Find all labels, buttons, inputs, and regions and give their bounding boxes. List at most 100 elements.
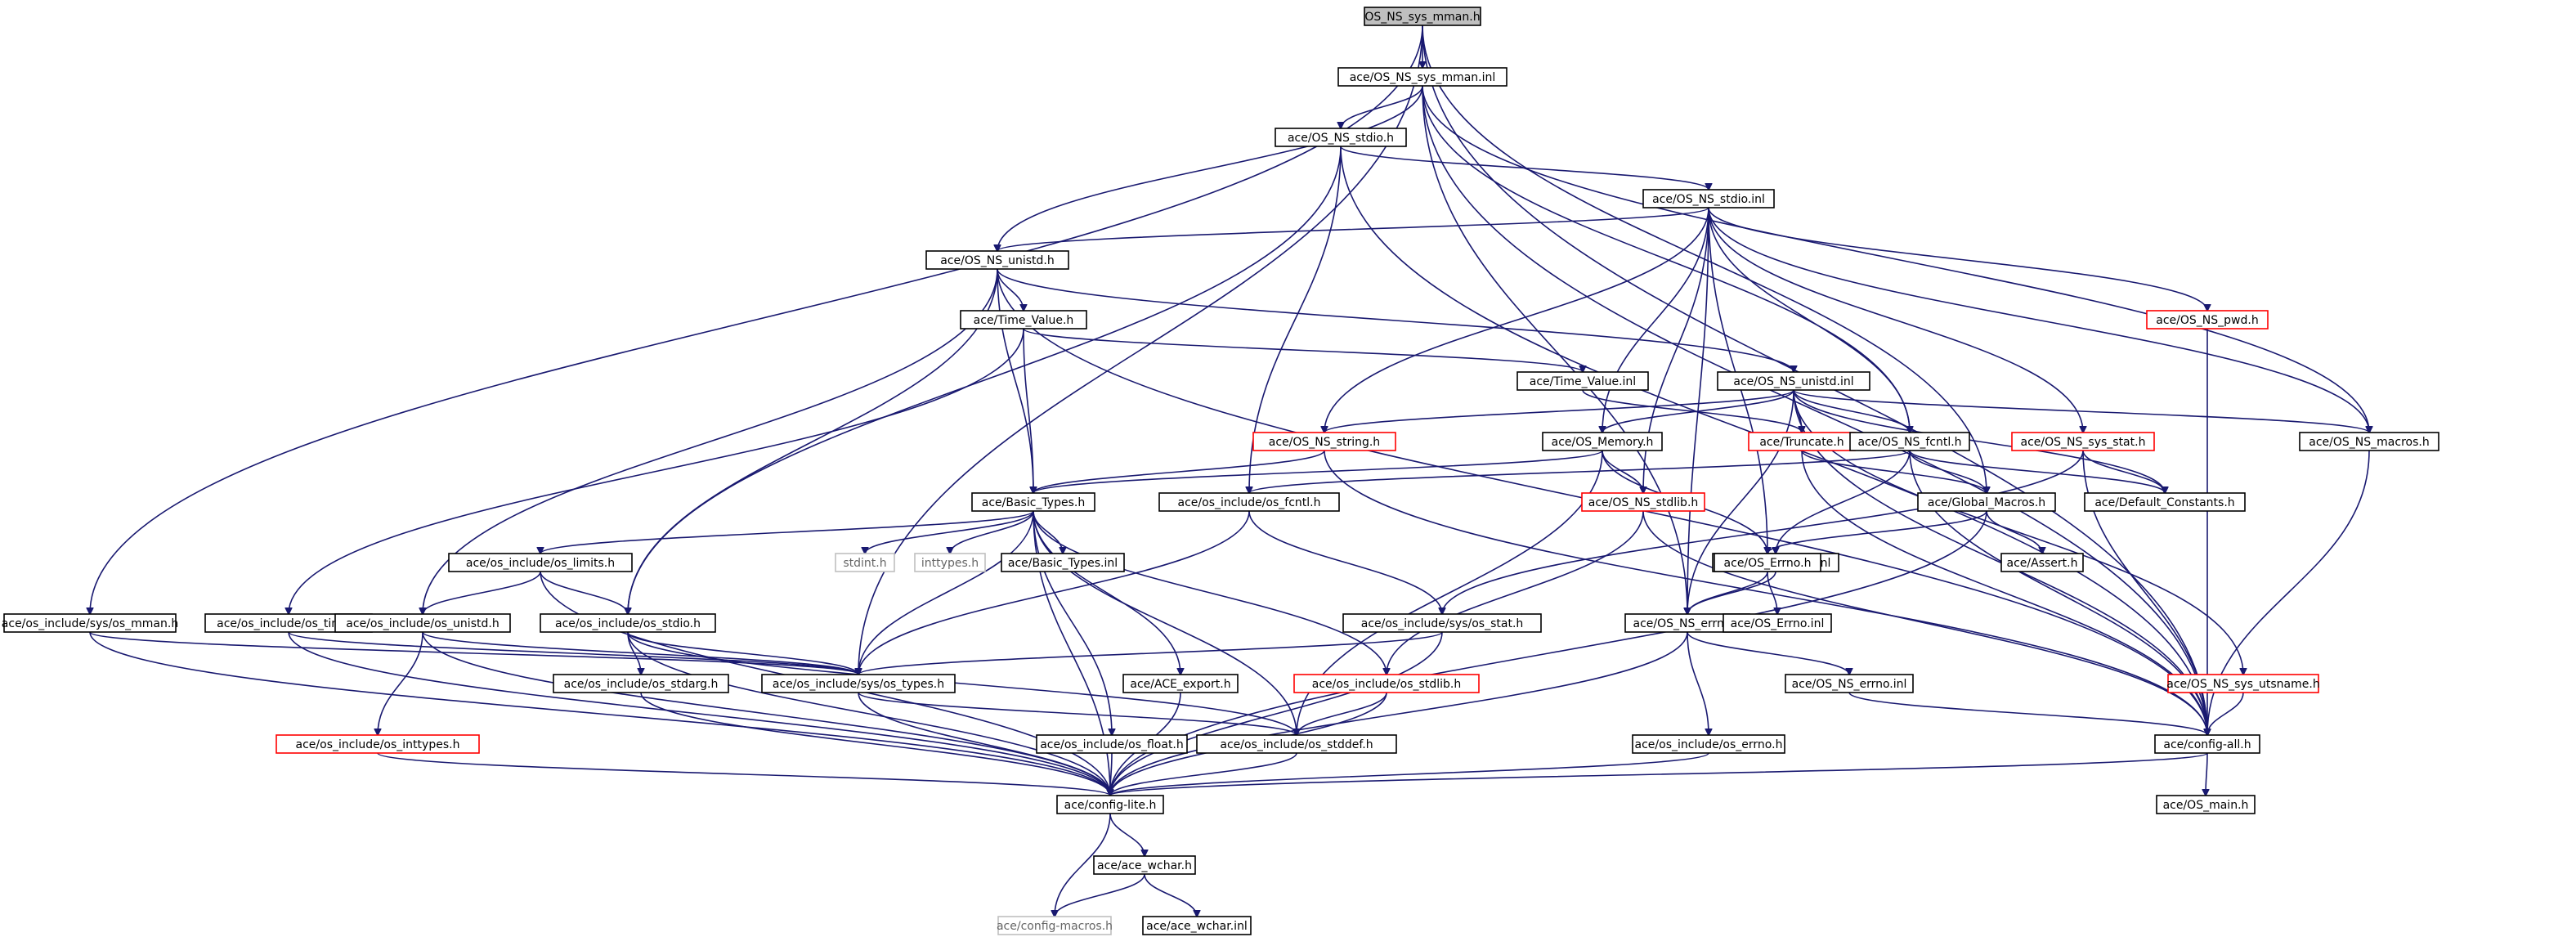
- node-ace-os-include-os-stdio-h[interactable]: ace/os_include/os_stdio.h: [540, 613, 716, 633]
- node-box: [1364, 7, 1481, 26]
- edge-ace-os-include-os-stdarg-h-to-ace-config-lite-h: [640, 692, 1110, 796]
- node-ace-os-include-os-stdarg-h[interactable]: ace/os_include/os_stdarg.h: [553, 674, 729, 693]
- edge-ace-os-ns-sys-stat-h-to-ace-default-constants-h: [2082, 450, 2165, 493]
- node-ace-os-ns-sys-utsname-h[interactable]: ace/OS_NS_sys_utsname.h: [2166, 674, 2320, 693]
- node-box: [2154, 734, 2260, 754]
- edge-ace-os-errno-h-to-ace-os-errno-inl: [1767, 571, 1777, 614]
- node-stdint-h[interactable]: stdint.h: [835, 553, 895, 572]
- edge-ace-os-ns-string-h-to-ace-basic-types-h: [1033, 450, 1325, 493]
- edge-ace-os-ns-sys-mman-inl-to-ace-os-ns-stdio-h: [1341, 85, 1423, 128]
- node-box: [1785, 674, 1914, 693]
- node-ace-os-memory-h[interactable]: ace/OS_Memory.h: [1542, 432, 1663, 451]
- node-inttypes-h[interactable]: inttypes.h: [914, 553, 986, 572]
- edge-ace-os-include-os-time-h-to-ace-config-lite-h: [288, 631, 1110, 796]
- node-ace-os-ns-errno-inl[interactable]: ace/OS_NS_errno.inl: [1785, 674, 1914, 693]
- node-ace-os-include-os-errno-h[interactable]: ace/os_include/os_errno.h: [1632, 734, 1785, 754]
- edge-ace-os-include-sys-os-stat-h-to-ace-config-lite-h: [1110, 631, 1443, 796]
- edge-ace-os-include-os-errno-h-to-ace-config-lite-h: [1110, 752, 1709, 796]
- node-label: ace/config-lite.h: [1064, 799, 1157, 812]
- node-ace-config-all-h[interactable]: ace/config-all.h: [2154, 734, 2260, 754]
- edge-ace-os-ns-fcntl-h-to-ace-os-include-os-fcntl-h: [1249, 450, 1911, 493]
- node-ace-os-ns-string-h[interactable]: ace/OS_NS_string.h: [1252, 432, 1396, 451]
- node-ace-os-include-os-unistd-h[interactable]: ace/os_include/os_unistd.h: [334, 613, 511, 633]
- node-label: ace/os_include/os_limits.h: [466, 557, 615, 570]
- node-box: [2299, 432, 2439, 451]
- edge-ace-os-include-os-stddef-h-to-ace-config-lite-h: [1110, 752, 1297, 796]
- node-ace-global-macros-h[interactable]: ace/Global_Macros.h: [1917, 492, 2056, 512]
- node-ace-config-macros-h[interactable]: ace/config-macros.h: [997, 916, 1113, 935]
- node-label: stdint.h: [843, 557, 886, 570]
- edge-ace-os-include-sys-os-mman-h-to-ace-os-include-sys-os-types-h: [89, 631, 858, 675]
- node-ace-assert-h[interactable]: ace/Assert.h: [2000, 553, 2084, 572]
- node-os-ns-sys-mman-h[interactable]: OS_NS_sys_mman.h: [1364, 7, 1481, 26]
- node-ace-os-ns-errno-h[interactable]: ace/OS_NS_errno.h: [1624, 613, 1750, 633]
- node-ace-os-include-os-stddef-h[interactable]: ace/os_include/os_stddef.h: [1196, 734, 1397, 754]
- node-label: ace/OS_NS_sys_stat.h: [2021, 436, 2146, 449]
- node-label: ace/os_include/os_stdarg.h: [564, 678, 719, 691]
- node-ace-os-ns-unistd-inl[interactable]: ace/OS_NS_unistd.inl: [1717, 371, 1870, 391]
- node-ace-os-ns-fcntl-h[interactable]: ace/OS_NS_fcntl.h: [1849, 432, 1970, 451]
- node-box: [334, 613, 511, 633]
- edge-ace-os-include-sys-os-types-h-to-ace-os-include-os-stddef-h: [858, 692, 1297, 735]
- node-ace-os-errno-h[interactable]: ace/OS_Errno.h: [1714, 553, 1821, 572]
- node-ace-os-include-os-stdlib-h[interactable]: ace/os_include/os_stdlib.h: [1293, 674, 1480, 693]
- node-box: [553, 674, 729, 693]
- node-label: ace/os_include/sys/os_stat.h: [1361, 617, 1524, 630]
- edge-ace-os-ns-errno-h-to-ace-os-include-os-errno-h: [1687, 631, 1709, 735]
- node-ace-basic-types-inl[interactable]: ace/Basic_Types.inl: [1001, 553, 1125, 572]
- node-label: ace/OS_Memory.h: [1552, 436, 1654, 449]
- node-ace-os-errno-inl[interactable]: ace/OS_Errno.inl: [1723, 613, 1832, 633]
- node-box: [1293, 674, 1480, 693]
- node-ace-os-ns-sys-mman-inl[interactable]: ace/OS_NS_sys_mman.inl: [1337, 67, 1508, 87]
- edge-ace-os-ns-stdlib-h-to-ace-config-all-h: [1642, 510, 2207, 735]
- node-ace-basic-types-h[interactable]: ace/Basic_Types.h: [971, 492, 1095, 512]
- node-ace-os-main-h[interactable]: ace/OS_main.h: [2156, 795, 2256, 814]
- edge-ace-os-include-os-fcntl-h-to-ace-os-include-sys-os-stat-h: [1248, 510, 1442, 614]
- node-ace-os-include-os-inttypes-h[interactable]: ace/os_include/os_inttypes.h: [276, 734, 480, 754]
- node-ace-os-ns-stdio-h[interactable]: ace/OS_NS_stdio.h: [1275, 128, 1407, 147]
- edge-ace-os-memory-h-to-ace-basic-types-h: [1033, 450, 1603, 493]
- edge-ace-os-ns-errno-inl-to-ace-config-all-h: [1848, 692, 2207, 735]
- node-ace-os-ns-pwd-h[interactable]: ace/OS_NS_pwd.h: [2146, 310, 2269, 330]
- node-label: ace/os_include/os_stdio.h: [555, 617, 701, 630]
- node-ace-os-include-os-time-h[interactable]: ace/os_include/os_time.h: [204, 613, 373, 633]
- node-box: [1516, 371, 1649, 391]
- node-ace-os-ns-stdlib-h[interactable]: ace/OS_NS_stdlib.h: [1581, 492, 1705, 512]
- node-label: ace/Basic_Types.h: [982, 496, 1085, 509]
- node-label: ace/Default_Constants.h: [2094, 496, 2234, 509]
- node-box: [914, 553, 986, 572]
- node-ace-os-include-sys-os-mman-h[interactable]: ace/os_include/sys/os_mman.h: [2, 613, 178, 633]
- node-box: [1632, 734, 1785, 754]
- node-ace-config-lite-h[interactable]: ace/config-lite.h: [1056, 795, 1164, 814]
- node-ace-os-include-os-fcntl-h[interactable]: ace/os_include/os_fcntl.h: [1158, 492, 1340, 512]
- edge-ace-os-errno-h-to-ace-os-ns-errno-h: [1687, 571, 1768, 614]
- edge-ace-os-include-os-stdio-h-to-ace-os-include-os-stddef-h: [627, 631, 1297, 735]
- node-label: ace/OS_NS_macros.h: [2309, 436, 2429, 449]
- node-label: ace/config-all.h: [2163, 738, 2251, 751]
- node-ace-os-include-os-limits-h[interactable]: ace/os_include/os_limits.h: [448, 553, 633, 572]
- node-box: [1717, 371, 1870, 391]
- node-ace-time-value-inl[interactable]: ace/Time_Value.inl: [1516, 371, 1649, 391]
- edge-ace-basic-types-h-to-stdint-h: [865, 510, 1034, 554]
- node-ace-os-ns-stdio-inl[interactable]: ace/OS_NS_stdio.inl: [1642, 189, 1775, 208]
- node-ace-truncate-h[interactable]: ace/Truncate.h: [1748, 432, 1856, 451]
- node-label: ace/Assert.h: [2007, 557, 2078, 570]
- node-ace-os-ns-macros-h[interactable]: ace/OS_NS_macros.h: [2299, 432, 2439, 451]
- edge-ace-time-value-h-to-ace-time-value-inl: [1023, 328, 1583, 372]
- node-ace-ace-wchar-h[interactable]: ace/ace_wchar.h: [1093, 855, 1196, 875]
- edge-ace-os-ns-fcntl-h-to-ace-global-macros-h: [1909, 450, 1987, 493]
- edge-ace-os-ns-sys-utsname-h-to-ace-config-all-h: [2207, 692, 2244, 735]
- node-ace-ace-export-h[interactable]: ace/ACE_export.h: [1122, 674, 1239, 693]
- node-ace-os-include-sys-os-stat-h[interactable]: ace/os_include/sys/os_stat.h: [1342, 613, 1542, 633]
- node-ace-os-ns-sys-stat-h[interactable]: ace/OS_NS_sys_stat.h: [2011, 432, 2155, 451]
- node-label: ace/OS_main.h: [2163, 799, 2249, 812]
- node-ace-ace-wchar-inl[interactable]: ace/ace_wchar.inl: [1142, 916, 1252, 935]
- node-ace-os-include-sys-os-types-h[interactable]: ace/os_include/sys/os_types.h: [761, 674, 956, 693]
- node-ace-default-constants-h[interactable]: ace/Default_Constants.h: [2084, 492, 2246, 512]
- edge-ace-basic-types-h-to-ace-os-include-sys-os-types-h: [858, 510, 1034, 675]
- node-ace-os-include-os-float-h[interactable]: ace/os_include/os_float.h: [1036, 734, 1188, 754]
- node-ace-os-ns-unistd-h[interactable]: ace/OS_NS_unistd.h: [925, 250, 1069, 270]
- node-ace-time-value-h[interactable]: ace/Time_Value.h: [960, 310, 1087, 330]
- edge-ace-os-ns-sys-mman-inl-to-ace-os-ns-unistd-h: [997, 85, 1423, 251]
- node-box: [1714, 553, 1821, 572]
